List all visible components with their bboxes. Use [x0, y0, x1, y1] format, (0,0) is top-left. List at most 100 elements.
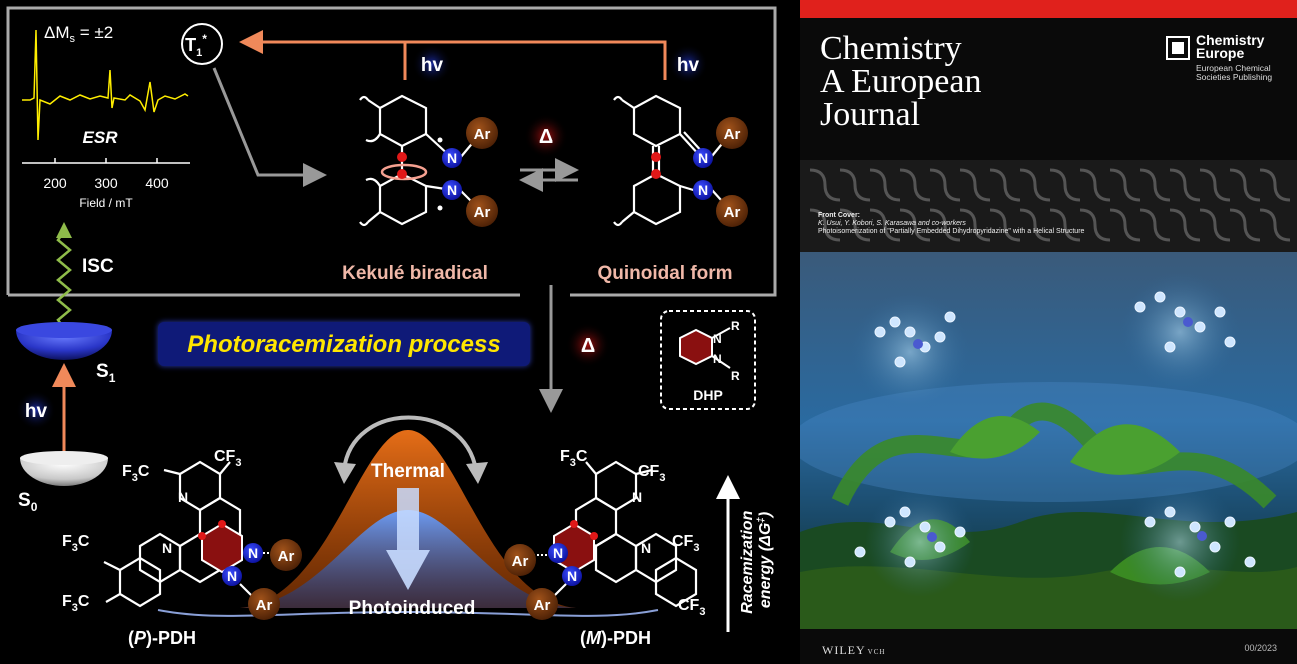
journal-title-line-3: Journal — [820, 96, 921, 133]
p-cf3-top: CF3 — [214, 448, 241, 469]
journal-title-line-2: A European — [820, 63, 982, 100]
front-cover-caption: Front Cover: K. Usui, Y. Kobori, S. Kara… — [818, 212, 1084, 236]
issue-number: 00/2023 — [1244, 643, 1277, 653]
photoinduced-label: Photoinduced — [349, 598, 476, 619]
process-label-banner: Photoracemization process — [158, 322, 530, 366]
p-pdh-label: (P)-PDH — [128, 628, 196, 648]
svg-text:Ar: Ar — [512, 553, 529, 570]
m-pdh-ar2 — [526, 588, 558, 620]
svg-text:Ar: Ar — [724, 126, 741, 143]
thermal-label: Thermal — [371, 461, 445, 482]
p-pdh-n1 — [243, 543, 263, 563]
isc-wavy-arrow — [56, 231, 72, 329]
esr-spectrum — [22, 29, 189, 141]
isc-label: ISC — [82, 256, 114, 277]
svg-text:N: N — [698, 150, 708, 166]
p-f3c-left: F3C — [122, 463, 150, 484]
esr-axis-title: Field / mT — [79, 196, 133, 210]
esr-tick-200: 200 — [43, 175, 67, 191]
svg-text:Ar: Ar — [256, 597, 273, 614]
quinoidal-label: Quinoidal form — [597, 263, 732, 284]
kekule-n1 — [442, 148, 462, 168]
m-pdh-n1 — [548, 543, 568, 563]
svg-text:N: N — [178, 489, 188, 505]
hv-arrow-top — [239, 30, 667, 80]
p-pdh-ar2 — [248, 588, 280, 620]
m-cf3-right: CF3 — [638, 463, 665, 484]
svg-text:N: N — [713, 332, 722, 346]
kekule-ar1 — [466, 117, 498, 149]
process-label: Photoracemization process — [187, 331, 501, 358]
t1-state: T1* — [181, 23, 223, 65]
m-cf3-mid: CF3 — [672, 533, 699, 554]
publisher-sub-1: European Chemical — [1196, 63, 1271, 73]
frame-box — [6, 6, 777, 297]
esr-tick-300: 300 — [94, 175, 118, 191]
publisher-logo: Chemistry Europe European Chemical Socie… — [1166, 32, 1286, 82]
svg-text:N: N — [162, 540, 172, 556]
journal-cover: Chemistry A European Journal Chemistry E… — [800, 0, 1297, 664]
s1-bowl — [16, 322, 112, 360]
svg-text:N: N — [447, 182, 457, 198]
svg-text:N: N — [641, 540, 651, 556]
p-pdh-n2 — [222, 566, 242, 586]
quinoidal-n2 — [693, 180, 713, 200]
p-f3c-mid: F3C — [62, 533, 90, 554]
racemization-label: Racemization energy (ΔG‡) — [739, 506, 774, 614]
kekule-n2 — [442, 180, 462, 200]
s0-bowl — [20, 451, 108, 486]
esr-delta-ms: ΔMs = ±2 — [44, 23, 113, 45]
hv-label-1: hv — [421, 55, 444, 76]
journal-title-line-1: Chemistry — [820, 30, 962, 67]
svg-text:N: N — [567, 568, 577, 584]
kekule-label: Kekulé biradical — [342, 263, 488, 284]
journal-title: Chemistry A European Journal — [820, 30, 982, 133]
svg-text:N: N — [632, 489, 642, 505]
photoracemization-scheme: ΔMs = ±2 ESR 200 300 400 Field / mT T1* … — [6, 6, 777, 648]
front-cover-title: Front Cover: — [818, 212, 860, 219]
s0-label: S0 — [18, 490, 38, 514]
p-pdh-ar1 — [270, 539, 302, 571]
m-pdh-label: (M)-PDH — [580, 628, 651, 648]
svg-text:N: N — [713, 352, 722, 366]
rotation-icon — [380, 163, 428, 181]
svg-text:N: N — [227, 568, 237, 584]
dhp-box: N N R R DHP — [660, 310, 756, 410]
s1-label: S1 — [96, 361, 116, 385]
p-f3c-bottom: F3C — [62, 593, 90, 614]
esr-plot: ΔMs = ±2 ESR 200 300 400 Field / mT — [22, 23, 190, 210]
m-pdh-ar1 — [504, 544, 536, 576]
m-pdh-n2 — [562, 566, 582, 586]
m-cf3-bottom: CF3 — [678, 597, 705, 618]
svg-text:T1*: T1* — [185, 32, 207, 59]
pattern-motif — [809, 168, 1291, 242]
kekule-molecule — [359, 94, 481, 227]
esr-label: ESR — [83, 128, 119, 147]
quinoidal-ar1 — [716, 117, 748, 149]
thermal-curve-arrow — [342, 415, 478, 471]
p-pdh-core — [201, 522, 243, 574]
hv-label-3: hv — [25, 401, 48, 422]
cover-artwork-image — [800, 252, 1297, 629]
svg-text:Ar: Ar — [474, 204, 491, 221]
publisher-name-1: Chemistry — [1196, 32, 1265, 48]
svg-text:Ar: Ar — [474, 126, 491, 143]
m-f3c-top: F3C — [560, 448, 588, 469]
energy-baseline — [157, 609, 659, 617]
cover-red-bar — [800, 0, 1297, 18]
t1-to-kekule-arrow — [212, 67, 327, 187]
svg-text:Ar: Ar — [278, 548, 295, 565]
esr-tick-400: 400 — [145, 175, 169, 191]
svg-text:Ar: Ar — [534, 597, 551, 614]
hv-label-2: hv — [677, 55, 700, 76]
cover-artwork — [800, 252, 1297, 629]
delta-label-1: Δ — [539, 126, 553, 148]
svg-text:Ar: Ar — [724, 204, 741, 221]
svg-text:R: R — [731, 319, 740, 333]
svg-text:R: R — [731, 369, 740, 383]
front-cover-authors: K. Usui, Y. Kobori, S. Karasawa and co-w… — [818, 220, 966, 227]
front-cover-desc: Photoisomerization of "Partially Embedde… — [818, 228, 1085, 235]
publisher-name-2: Europe — [1196, 45, 1245, 61]
quinoidal-ar2 — [716, 195, 748, 227]
